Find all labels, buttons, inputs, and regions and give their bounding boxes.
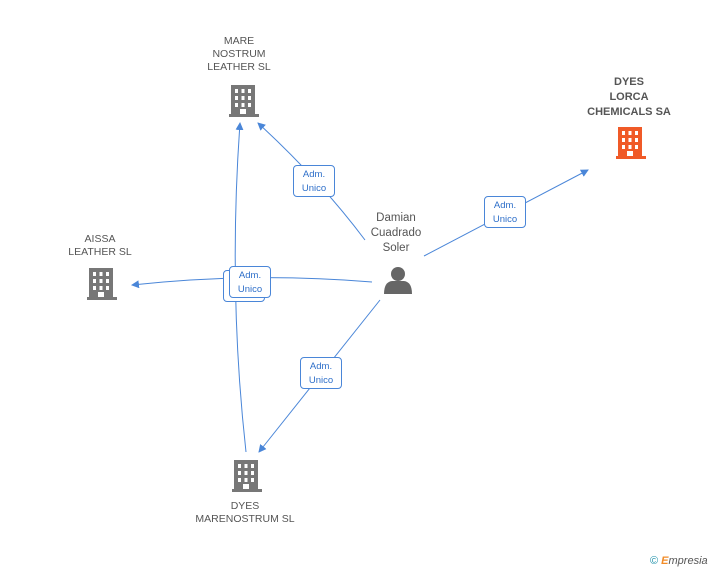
empresia-logo-e: E bbox=[661, 555, 669, 567]
empresia-logo-text: mpresia bbox=[668, 555, 708, 567]
role-badge-aissa[interactable]: Adm. Unico bbox=[229, 266, 271, 298]
role-line2: Unico bbox=[492, 214, 518, 225]
company-label-dyes-lorca[interactable]: DYES LORCA CHEMICALS SA bbox=[587, 76, 671, 118]
role-line2: Unico bbox=[308, 375, 334, 386]
role-badge-dyes-marenostrum[interactable]: Adm. Unico bbox=[300, 357, 342, 389]
role-line1: Adm. bbox=[238, 270, 262, 281]
building-icon bbox=[229, 85, 259, 117]
copyright-footer: © Empresia bbox=[650, 555, 708, 567]
role-badge-mare-nostrum[interactable]: Adm. Unico bbox=[293, 165, 335, 197]
role-badge-dyes-lorca[interactable]: Adm. Unico bbox=[484, 196, 526, 228]
role-line2: Unico bbox=[237, 284, 263, 295]
building-icon bbox=[87, 268, 117, 300]
building-icon bbox=[232, 460, 262, 492]
company-label-aissa[interactable]: AISSA LEATHER SL bbox=[68, 233, 132, 258]
company-label-mare-nostrum[interactable]: MARE NOSTRUM LEATHER SL bbox=[207, 35, 271, 73]
company-label-dyes-marenostrum[interactable]: DYES MARENOSTRUM SL bbox=[195, 500, 295, 525]
building-icon-main bbox=[616, 127, 646, 159]
person-icon bbox=[384, 267, 412, 294]
role-line1: Adm. bbox=[493, 200, 517, 211]
role-line2: Unico bbox=[301, 183, 327, 194]
role-line1: Adm. bbox=[302, 169, 326, 180]
person-label[interactable]: Damian Cuadrado Soler bbox=[370, 212, 422, 254]
copyright-symbol: © bbox=[650, 555, 659, 567]
role-line1: Adm. bbox=[309, 361, 333, 372]
